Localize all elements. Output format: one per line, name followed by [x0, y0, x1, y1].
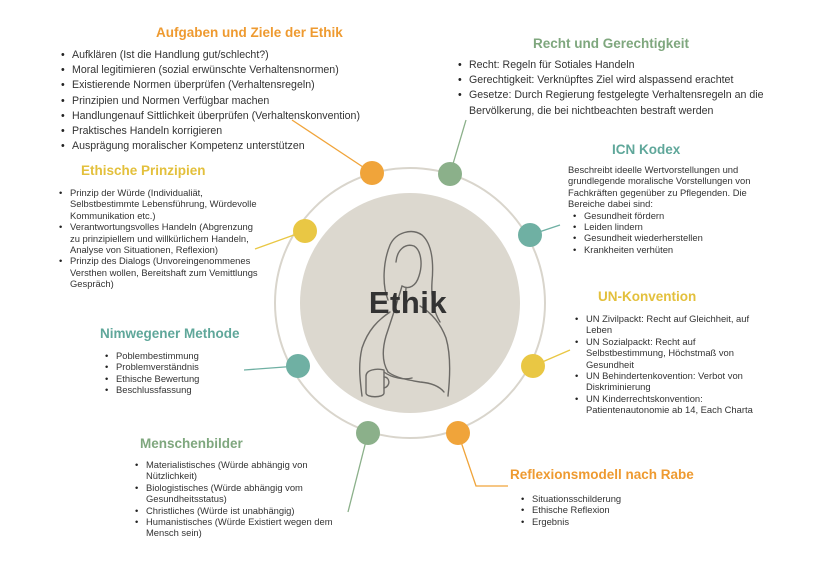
- list-item: Ethische Reflexion: [520, 504, 760, 516]
- list-item: Moral legitimieren (sozial erwünschte Ve…: [60, 63, 380, 78]
- bullet-list: Recht: Regeln für Sotiales HandelnGerech…: [457, 58, 787, 119]
- connector-reflexion: [457, 432, 508, 487]
- section-aufgaben: Aufgaben und Ziele der Ethik Aufklären (…: [60, 25, 380, 155]
- list-item: Existierende Normen überprüfen (Verhalte…: [60, 78, 380, 93]
- section-prinzipien: Ethische Prinzipien Prinzip der Würde (I…: [58, 163, 258, 290]
- section-title: Reflexionsmodell nach Rabe: [510, 467, 694, 482]
- section-title: Aufgaben und Ziele der Ethik: [156, 25, 343, 40]
- bullet-list: Prinzip der Würde (Individualiät, Selbst…: [58, 187, 258, 290]
- list-item: Prinzip des Dialogs (Unvoreingenommenes …: [58, 255, 258, 289]
- list-item: Ausprägung moralischer Kompetenz unterst…: [60, 139, 380, 154]
- list-item: Poblembestimmung: [104, 350, 280, 362]
- section-title: UN-Konvention: [598, 289, 697, 304]
- bullet-list: Gesundheit fördernLeiden lindernGesundhe…: [572, 210, 768, 256]
- outer-ring: [274, 167, 546, 439]
- bullet-list: Materialistisches (Würde abhängig von Nü…: [134, 459, 334, 539]
- bullet-list: Aufklären (Ist die Handlung gut/schlecht…: [60, 48, 380, 155]
- list-item: UN Sozialpackt: Recht auf Selbstbestimmu…: [574, 336, 774, 370]
- bullet-list: UN Zivilpackt: Recht auf Gleichheit, auf…: [574, 313, 774, 416]
- list-item: Prinzipien und Normen Verfügbar machen: [60, 94, 380, 109]
- node-reflexion: [446, 421, 470, 445]
- connector-menschenbilder: [347, 432, 369, 513]
- list-item: Biologistisches (Würde abhängig vom Gesu…: [134, 482, 334, 505]
- section-recht: Recht und Gerechtigkeit Recht: Regeln fü…: [457, 36, 787, 119]
- node-aufgaben: [360, 161, 384, 185]
- list-item: Gesundheit fördern: [572, 210, 768, 222]
- list-item: Ethische Bewertung: [104, 373, 280, 385]
- list-item: UN Kinderrechtskonvention: Patientenauto…: [574, 393, 774, 416]
- list-item: Humanistisches (Würde Existiert wegen de…: [134, 516, 334, 539]
- list-item: Prinzip der Würde (Individualiät, Selbst…: [58, 187, 258, 221]
- list-item: Beschlussfassung: [104, 384, 280, 396]
- node-nimwegener: [286, 354, 310, 378]
- woman-illustration-icon: [359, 230, 451, 398]
- bullet-list: SituationsschilderungEthische ReflexionE…: [520, 493, 760, 528]
- center-circle: [300, 193, 520, 413]
- center-label: Ethik: [368, 285, 448, 320]
- list-item: Gerechtigkeit: Verknüpftes Ziel wird als…: [457, 73, 787, 88]
- node-icn: [518, 223, 542, 247]
- list-item: Praktisches Handeln korrigieren: [60, 124, 380, 139]
- section-title: Ethische Prinzipien: [81, 163, 206, 178]
- node-menschenbilder: [356, 421, 380, 445]
- section-title: ICN Kodex: [612, 142, 681, 157]
- section-un: UN-Konvention UN Zivilpackt: Recht auf G…: [574, 289, 774, 416]
- list-item: Handlungenauf Sittlichkeit überprüfen (V…: [60, 109, 380, 124]
- section-title: Menschenbilder: [140, 436, 243, 451]
- section-reflexion: Reflexionsmodell nach Rabe Situationssch…: [510, 467, 760, 528]
- list-item: Ergebnis: [520, 516, 760, 528]
- list-item: Recht: Regeln für Sotiales Handeln: [457, 58, 787, 73]
- icn-description: Beschreibt ideelle Wertvorstellungen und…: [568, 164, 751, 210]
- section-icn: ICN Kodex Beschreibt ideelle Wertvorstel…: [568, 142, 768, 256]
- list-item: Materialistisches (Würde abhängig von Nü…: [134, 459, 334, 482]
- list-item: Christliches (Würde ist unabhängig): [134, 505, 334, 517]
- list-item: UN Behindertenkovention: Verbot von Disk…: [574, 370, 774, 393]
- list-item: UN Zivilpackt: Recht auf Gleichheit, auf…: [574, 313, 774, 336]
- list-item: Problemverständnis: [104, 361, 280, 373]
- list-item: Verantwortungsvolles Handeln (Abgrenzung…: [58, 221, 258, 255]
- node-recht: [438, 162, 462, 186]
- section-title: Nimwegener Methode: [100, 326, 240, 341]
- section-menschenbilder: Menschenbilder Materialistisches (Würde …: [134, 436, 334, 539]
- list-item: Gesetze: Durch Regierung festgelegte Ver…: [457, 88, 787, 118]
- list-item: Aufklären (Ist die Handlung gut/schlecht…: [60, 48, 380, 63]
- list-item: Gesundheit wiederherstellen: [572, 232, 768, 244]
- section-title: Recht und Gerechtigkeit: [533, 36, 690, 51]
- list-item: Krankheiten verhüten: [572, 244, 768, 256]
- node-un: [521, 354, 545, 378]
- list-item: Leiden lindern: [572, 221, 768, 233]
- bullet-list: PoblembestimmungProblemverständnisEthisc…: [104, 350, 280, 396]
- section-nimwegener: Nimwegener Methode PoblembestimmungProbl…: [100, 326, 280, 396]
- node-prinzipien: [293, 219, 317, 243]
- list-item: Situationsschilderung: [520, 493, 760, 505]
